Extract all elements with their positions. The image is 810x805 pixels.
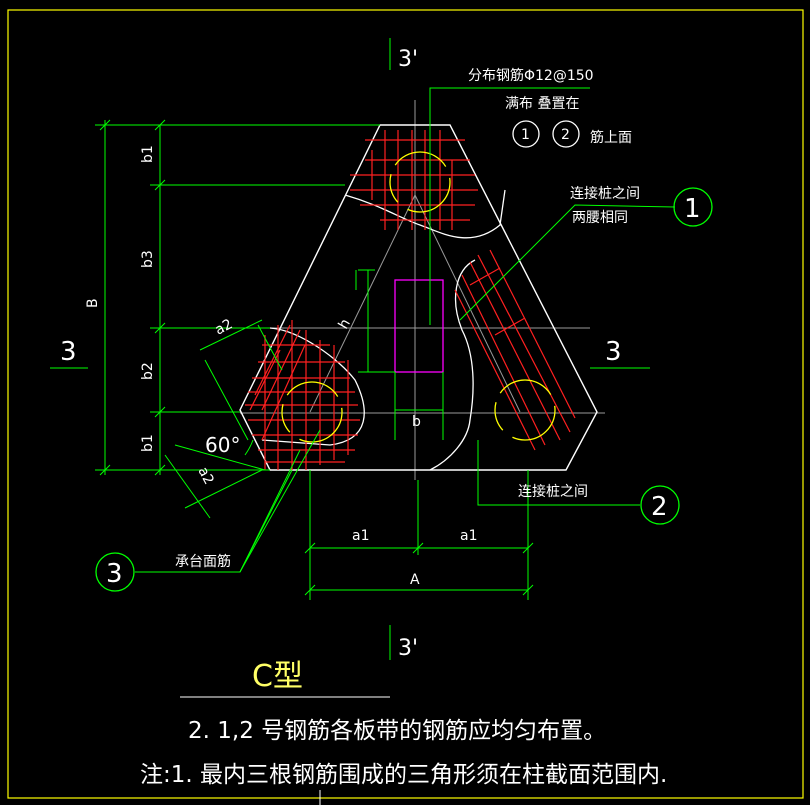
type-title: C型 xyxy=(252,659,303,694)
pile-note1-line2: 两腰相同 xyxy=(572,210,628,226)
dim-b2: b2 xyxy=(140,362,156,380)
top-note-circle1: 1 xyxy=(521,127,530,143)
pile-cap-outline xyxy=(239,124,598,471)
dim-angle: 60° xyxy=(205,433,240,457)
dim-a1-left: a1 xyxy=(352,528,370,544)
piles xyxy=(281,151,556,443)
dim-A: A xyxy=(410,572,420,588)
dim-b1-top: b1 xyxy=(140,145,156,163)
dimension-lines xyxy=(50,38,676,660)
top-note-line3: 筋上面 xyxy=(590,129,632,146)
cap-note: 承台面筋 xyxy=(175,553,231,570)
rebar-grid-top xyxy=(350,130,478,230)
rebar-diagonal-right xyxy=(454,249,576,451)
pile-cap-curves xyxy=(261,189,506,471)
dim-a2-upper: a2 xyxy=(212,316,235,338)
top-note-circle2: 2 xyxy=(561,127,570,143)
rebar-grid-left xyxy=(245,320,360,470)
dim-b1-bottom: b1 xyxy=(140,434,156,452)
top-note-line1: 分布钢筋Φ12@150 xyxy=(468,67,594,84)
callout-circles xyxy=(95,120,713,592)
dim-a2-lower: a2 xyxy=(194,464,216,487)
section-mark-left: 3 xyxy=(60,337,77,367)
section-mark-top: 3' xyxy=(398,47,418,72)
pile-note2: 连接桩之间 xyxy=(518,483,588,500)
pile-note1-line1: 连接桩之间 xyxy=(570,185,640,202)
dim-h: h xyxy=(336,316,354,332)
dim-a1-right: a1 xyxy=(460,528,478,544)
note-2: 2. 1,2 号钢筋各板带的钢筋应均匀布置。 xyxy=(188,718,606,744)
center-lines xyxy=(160,100,605,480)
drawing-frame xyxy=(7,9,804,799)
section-mark-right: 3 xyxy=(605,337,622,367)
callout-1: 1 xyxy=(684,194,701,224)
top-note-line2: 满布 叠置在 xyxy=(505,96,579,112)
callout-3: 3 xyxy=(106,559,123,589)
note-1: 注:1. 最内三根钢筋围成的三角形须在柱截面范围内. xyxy=(140,762,667,788)
callout-2: 2 xyxy=(651,492,668,522)
dim-B: B xyxy=(85,298,101,308)
dim-b3: b3 xyxy=(140,250,156,268)
column-section xyxy=(394,279,444,373)
section-mark-bottom: 3' xyxy=(398,636,418,661)
dim-b: b xyxy=(412,414,421,430)
